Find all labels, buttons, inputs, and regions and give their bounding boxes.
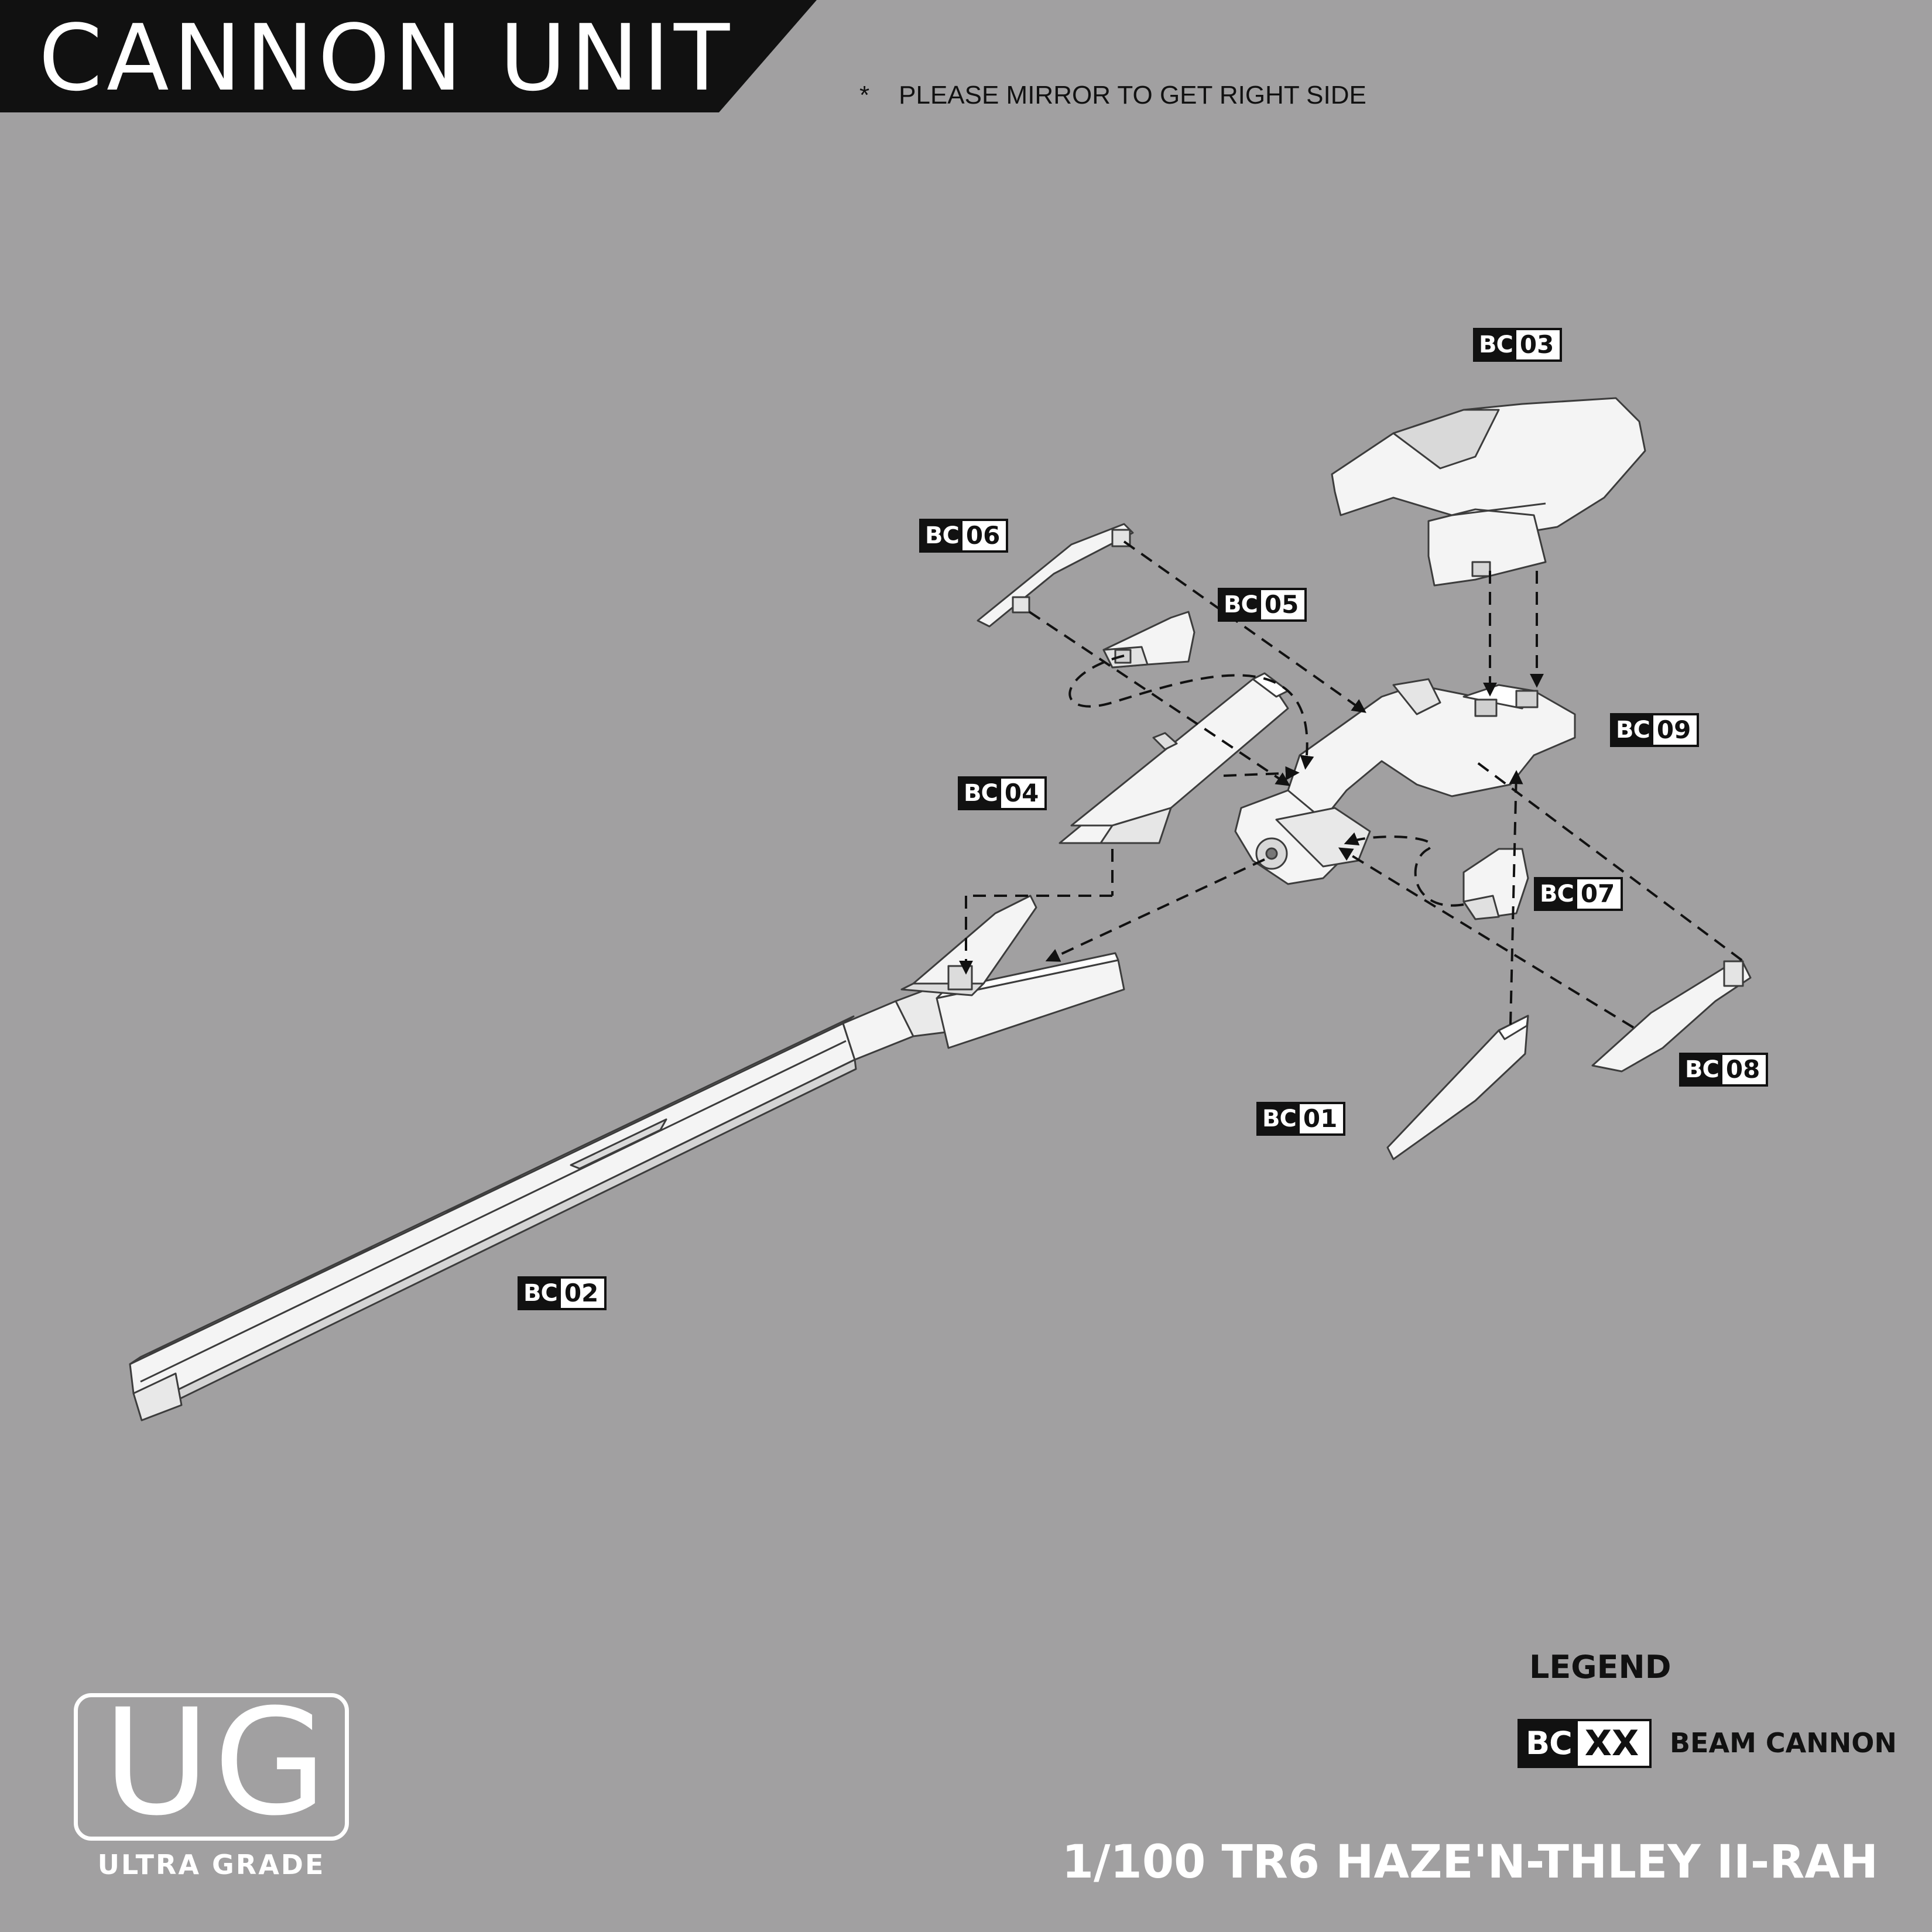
model-name: 1/100 TR6 HAZE'N-THLEY II-RAH bbox=[1061, 1836, 1878, 1889]
mirror-note: * PLEASE MIRROR TO GET RIGHT SIDE bbox=[859, 81, 1366, 110]
header-band bbox=[0, 0, 817, 112]
part-bc04 bbox=[1059, 672, 1289, 844]
part-bc06 bbox=[977, 523, 1134, 628]
page-title: CANNON UNIT bbox=[39, 5, 734, 111]
legend-title: LEGEND bbox=[1529, 1649, 1671, 1686]
ug-logo: UG bbox=[102, 1677, 331, 1848]
part-bc08 bbox=[1591, 959, 1752, 1073]
assembly-guides bbox=[959, 540, 1743, 1029]
legend-description: BEAM CANNON bbox=[1670, 1727, 1897, 1759]
note-marker: * bbox=[859, 81, 870, 109]
part-bc05 bbox=[1102, 611, 1195, 669]
part-bc03 bbox=[1331, 397, 1646, 587]
logo-subtitle: ULTRA GRADE bbox=[97, 1849, 326, 1880]
part-bc01 bbox=[1386, 1015, 1529, 1160]
note-text: PLEASE MIRROR TO GET RIGHT SIDE bbox=[899, 81, 1366, 109]
part-bc07 bbox=[1462, 848, 1529, 920]
part-bc02-barrel bbox=[129, 895, 1125, 1421]
ug-logo-frame bbox=[74, 1693, 349, 1841]
